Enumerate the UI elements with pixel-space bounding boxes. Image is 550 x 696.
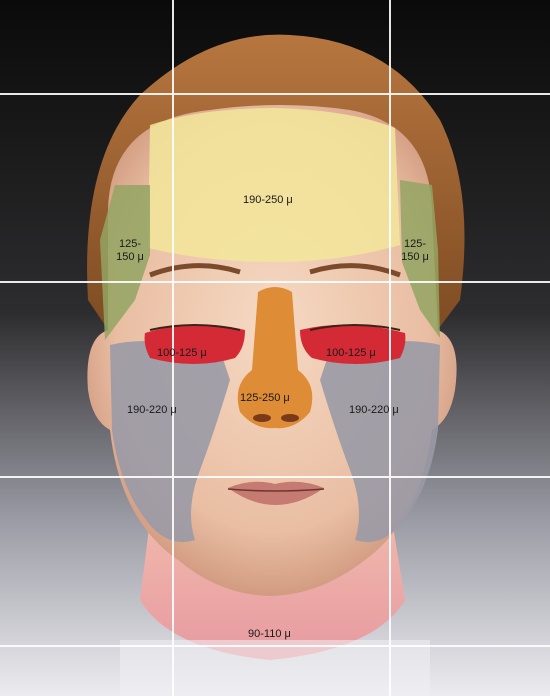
label-temple-right-line2: 150 μ — [398, 251, 432, 264]
label-temple-left-line2: 150 μ — [113, 251, 147, 264]
label-temple-right: 125- 150 μ — [398, 238, 432, 264]
nostril-left — [253, 414, 271, 422]
nostril-right — [281, 414, 299, 422]
label-cheek-right: 190-220 μ — [349, 404, 399, 417]
label-eyelid-left: 100-125 μ — [157, 347, 207, 360]
forehead-zone — [148, 108, 400, 262]
label-temple-left: 125- 150 μ — [113, 238, 147, 264]
label-eyelid-right: 100-125 μ — [326, 347, 376, 360]
label-nose: 125-250 μ — [240, 392, 290, 405]
label-forehead: 190-250 μ — [243, 194, 293, 207]
label-cheek-left: 190-220 μ — [127, 404, 177, 417]
label-temple-left-line1: 125- — [113, 238, 147, 251]
label-temple-right-line1: 125- — [398, 238, 432, 251]
label-neck: 90-110 μ — [248, 628, 291, 641]
neck-fade — [120, 640, 430, 696]
